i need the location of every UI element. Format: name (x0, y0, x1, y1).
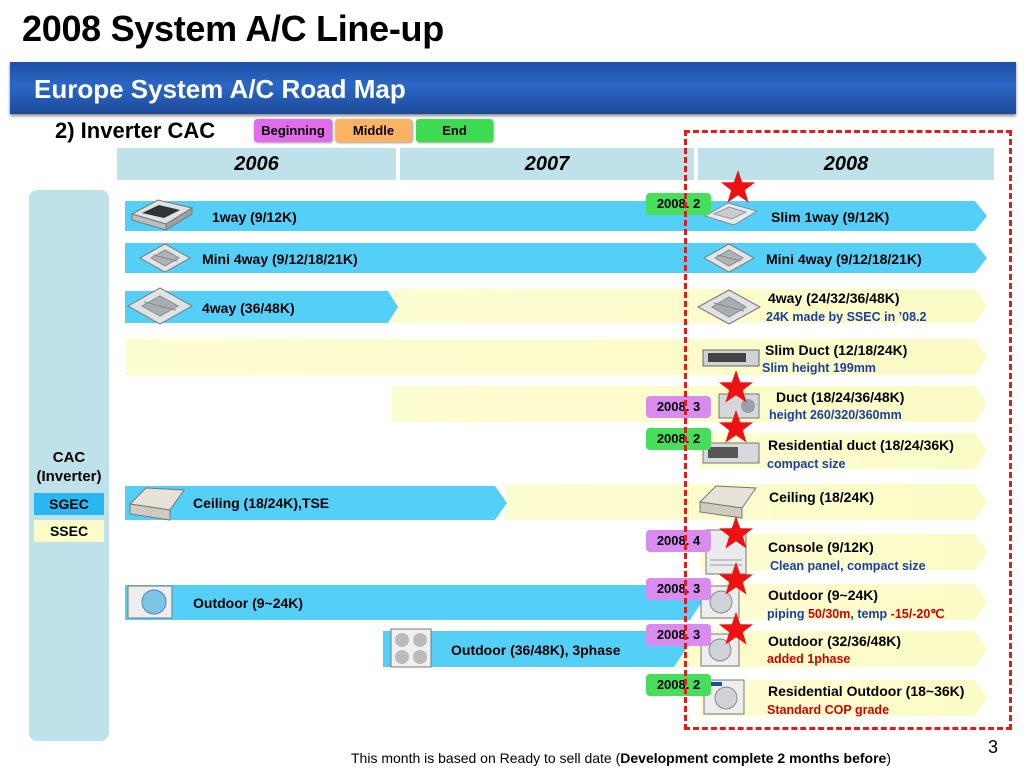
date-tag-console: 2008. 4 (646, 530, 711, 552)
footer-note: This month is based on Ready to sell dat… (351, 750, 891, 766)
slim-1way-label: Slim 1way (9/12K) (771, 209, 890, 225)
duct-unit-icon (718, 393, 760, 419)
date-tag-outdoor: 2008. 3 (646, 578, 711, 600)
slim-duct-note: Slim height 199mm (762, 361, 876, 375)
console-label: Console (9/12K) (768, 539, 874, 555)
residential-outdoor-label: Residential Outdoor (18~36K) (768, 683, 965, 699)
outdoor-2008-label: Outdoor (9~24K) (768, 587, 879, 603)
outdoor-2008-note: piping 50/30m, temp -15/-20℃ (767, 606, 944, 621)
outdoor-large-label: Outdoor (32/36/48K) (768, 633, 902, 649)
legend-middle: Middle (335, 119, 412, 142)
4way-2008-label: 4way (24/32/36/48K) (768, 290, 900, 306)
date-tag-duct: 2008. 3 (646, 396, 711, 418)
footer-note-text: This month is based on Ready to sell dat… (351, 750, 621, 766)
category-sidebar (29, 190, 109, 741)
year-2007: 2007 (400, 148, 694, 180)
4way-cassette-icon (126, 287, 194, 325)
row-4way-label: 4way (36/48K) (202, 300, 295, 316)
row-outdoor-label: Outdoor (9~24K) (193, 595, 304, 611)
2008-highlight-frame (684, 130, 1012, 730)
arrow-outdoor-3phase-sgec (383, 631, 686, 667)
arrow-outdoor-sgec (125, 585, 702, 620)
legend-beginning: Beginning (254, 119, 332, 142)
arrow-mini-4way (125, 243, 987, 273)
category-label-line2: (Inverter) (36, 468, 102, 485)
footer-note-close: ) (886, 750, 891, 766)
outdoor-3phase-unit-icon (390, 628, 432, 668)
row-ceiling-label: Ceiling (18/24K),TSE (193, 495, 330, 511)
subsection-title: 2) Inverter CAC (55, 118, 216, 143)
outdoor-note-piping: piping (767, 607, 808, 621)
arrow-slim-duct (125, 339, 987, 375)
mini-4way-cassette-2008-icon (702, 243, 756, 273)
1way-cassette-icon (130, 199, 194, 231)
arrow-ceiling-sgec (125, 486, 507, 520)
legend-sgec: SGEC (34, 493, 104, 515)
year-2006: 2006 (117, 148, 396, 180)
duct-note: height 260/320/360mm (769, 408, 902, 422)
arrow-console (700, 534, 987, 570)
legend-end: End (416, 119, 493, 142)
outdoor-large-note: added 1phase (767, 652, 851, 666)
arrow-outdoor-ssec (700, 584, 987, 620)
category-label: CAC (Inverter) (29, 448, 109, 486)
arrow-1way (125, 201, 987, 231)
mini-4way-2008-label: Mini 4way (9/12/18/21K) (766, 251, 922, 267)
row-outdoor-3phase-label: Outdoor (36/48K), 3phase (451, 642, 621, 658)
category-label-line1: CAC (52, 449, 86, 466)
legend-ssec: SSEC (34, 520, 104, 542)
row-mini-4way-label: Mini 4way (9/12/18/21K) (202, 251, 358, 267)
page-title: 2008 System A/C Line-up (22, 8, 444, 49)
date-tag-slim-1way: 2008. 2 (646, 193, 711, 215)
ceiling-unit-2008-icon (698, 485, 757, 519)
residential-duct-icon (702, 442, 760, 464)
outdoor-note-temp: , temp (850, 607, 891, 621)
ceiling-unit-icon (128, 487, 185, 521)
date-tag-residential-duct: 2008. 2 (646, 428, 711, 450)
console-note: Clean panel, compact size (770, 559, 926, 573)
arrow-4way-sgec (125, 291, 398, 323)
section-banner-title: Europe System A/C Road Map (34, 74, 406, 104)
slim-duct-label: Slim Duct (12/18/24K) (765, 342, 908, 358)
footer-note-bold: Development complete 2 months before (620, 750, 887, 766)
section-banner (10, 62, 1016, 114)
arrow-4way-ssec (392, 289, 987, 323)
outdoor-unit-icon (127, 585, 173, 619)
ceiling-2008-label: Ceiling (18/24K) (769, 489, 875, 505)
arrow-residential-duct (700, 433, 987, 469)
row-1way-label: 1way (9/12K) (212, 209, 297, 225)
residential-duct-note: compact size (767, 457, 846, 471)
4way-cassette-2008-icon (696, 289, 762, 325)
year-2008: 2008 (698, 148, 994, 180)
date-tag-outdoor-large: 2008. 3 (646, 624, 711, 646)
duct-label: Duct (18/24/36/48K) (776, 389, 905, 405)
arrow-residential-outdoor (700, 680, 987, 716)
outdoor-note-piping-value: 50/30m (807, 607, 851, 621)
residential-duct-label: Residential duct (18/24/36K) (768, 437, 954, 453)
residential-outdoor-note: Standard COP grade (767, 703, 890, 717)
date-tag-residential-outdoor: 2008. 2 (646, 674, 711, 696)
4way-2008-note: 24K made by SSEC in ’08.2 (766, 310, 927, 324)
page-number: 3 (988, 737, 999, 757)
outdoor-note-temp-value: -15/-20℃ (890, 607, 945, 621)
slim-1way-cassette-icon (703, 202, 759, 226)
slim-duct-icon (702, 349, 760, 367)
mini-4way-cassette-icon (138, 243, 192, 273)
